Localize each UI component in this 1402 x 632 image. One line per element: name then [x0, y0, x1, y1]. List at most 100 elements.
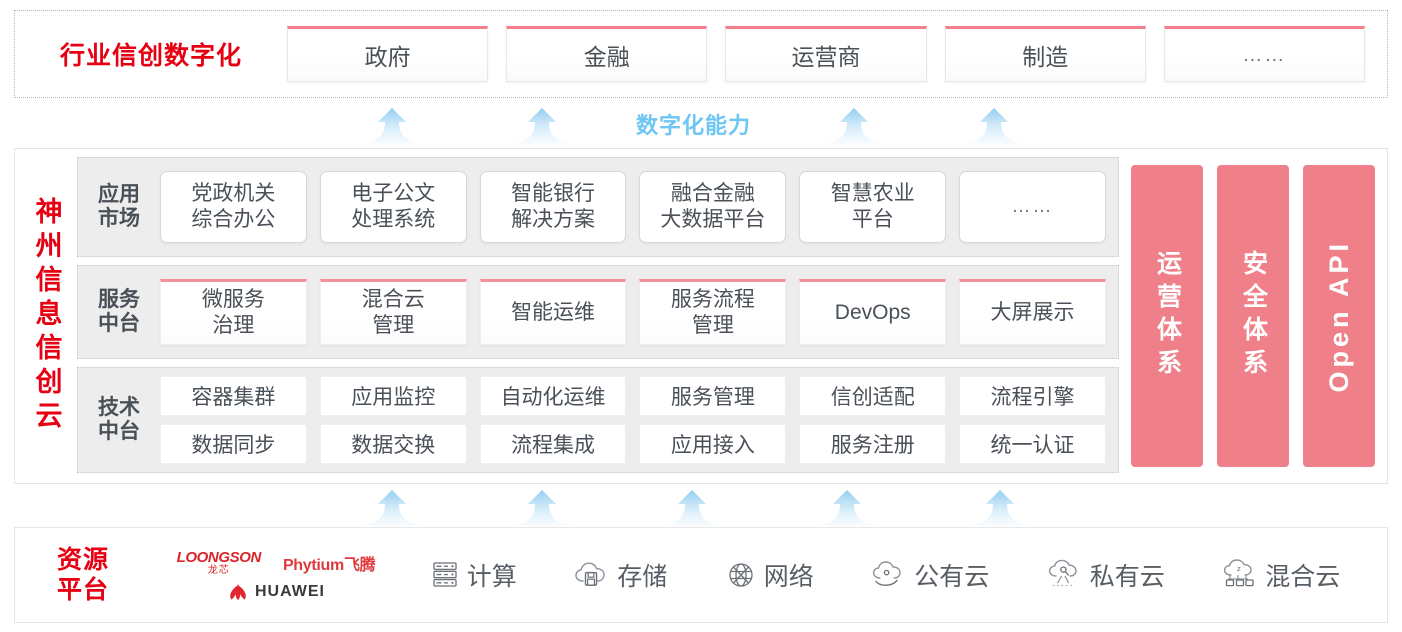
loongson-logo-en: LOONGSON: [176, 548, 262, 566]
app-card-label: 智能银行 解决方案: [511, 182, 596, 231]
resource-item-label: 私有云: [1089, 563, 1165, 591]
capability-arrow-row-top: 数字化能力: [0, 105, 1402, 145]
tech-card-label: 数据同步: [191, 434, 276, 457]
resource-item-private-cloud[interactable]: 私有云: [1047, 557, 1165, 593]
tech-card-data-sync[interactable]: 数据同步: [160, 424, 307, 464]
technology-platform-row: 数据同步 数据交换 流程集成 应用接入: [160, 424, 1106, 464]
service-card-label: 大屏展示: [990, 301, 1075, 325]
tier-label-service-platform: 服务 中台: [98, 287, 140, 335]
service-card-large-screen-display[interactable]: 大屏展示: [959, 279, 1106, 345]
tech-card-label: 应用接入: [670, 434, 755, 457]
tech-card-container-cluster[interactable]: 容器集群: [160, 376, 307, 416]
resource-item-storage[interactable]: 存储: [574, 557, 667, 593]
app-card-edoc-system[interactable]: 电子公文 处理系统: [319, 171, 467, 243]
capability-label: 数字化能力: [636, 113, 752, 138]
resource-item-network[interactable]: 网络: [725, 557, 814, 593]
public-cloud-icon: [873, 561, 901, 586]
up-arrow-icon: [510, 107, 574, 145]
svg-text:z: z: [1237, 565, 1241, 573]
tier-label-technology-platform: 技术 中台: [98, 395, 140, 443]
tech-card-application-access[interactable]: 应用接入: [639, 424, 787, 464]
industry-card-more[interactable]: ……: [1163, 26, 1366, 82]
pillar-label: 安全体系: [1239, 250, 1268, 382]
vendor-logo-group: LOONGSON 龙芯 Phytium飞腾 HUAWEI: [151, 550, 401, 601]
technology-platform-card-grid: 容器集群 应用监控 自动化运维 服务管理: [160, 376, 1118, 464]
tech-card-unified-auth[interactable]: 统一认证: [959, 424, 1106, 464]
service-card-label: 微服务 治理: [201, 288, 265, 337]
private-cloud-icon: [1048, 559, 1077, 587]
hybrid-cloud-icon: z: [1224, 559, 1254, 587]
app-card-label: ……: [1011, 196, 1054, 218]
tech-card-label: 流程集成: [511, 434, 596, 457]
pillar-open-api[interactable]: Open API: [1303, 165, 1375, 467]
service-card-label: DevOps: [834, 301, 911, 325]
technology-platform-row: 容器集群 应用监控 自动化运维 服务管理: [160, 376, 1106, 416]
loongson-logo-cn: 龙芯: [207, 564, 230, 576]
tech-card-application-monitoring[interactable]: 应用监控: [319, 376, 467, 416]
resource-item-label: 混合云: [1265, 563, 1341, 591]
industry-card-government[interactable]: 政府: [287, 26, 489, 82]
tech-card-label: 信创适配: [830, 386, 915, 409]
industry-band: 行业信创数字化 政府 金融 运营商 制造 ……: [14, 10, 1388, 98]
app-card-smart-bank-solution[interactable]: 智能银行 解决方案: [479, 171, 627, 243]
tech-card-label: 应用监控: [351, 386, 436, 409]
service-platform-card-list: 微服务 治理 混合云 管理 智能运维 服务流程 管理 DevOps: [160, 279, 1118, 345]
resource-item-label: 公有云: [914, 563, 990, 591]
resource-platform-panel: 资源 平台 LOONGSON 龙芯 Phytium飞腾 HUAWEI: [14, 527, 1388, 623]
tech-card-xinchuang-adaptation[interactable]: 信创适配: [799, 376, 947, 416]
app-card-finance-bigdata-platform[interactable]: 融合金融 大数据平台: [639, 171, 787, 243]
industry-card-list: 政府 金融 运营商 制造 ……: [287, 26, 1387, 82]
app-card-party-government-office[interactable]: 党政机关 综合办公: [160, 171, 307, 243]
service-card-intelligent-ops[interactable]: 智能运维: [479, 279, 627, 345]
service-card-service-process-management[interactable]: 服务流程 管理: [639, 279, 787, 345]
resource-item-public-cloud[interactable]: 公有云: [871, 557, 989, 593]
industry-card-label: 政府: [364, 44, 411, 70]
application-market-card-list: 党政机关 综合办公 电子公文 处理系统 智能银行 解决方案 融合金融 大数据平台: [160, 171, 1118, 243]
industry-card-label: 制造: [1022, 44, 1069, 70]
tech-card-label: 服务注册: [830, 434, 915, 457]
huawei-logo-text: HUAWEI: [255, 582, 325, 600]
vendor-logo-row: HUAWEI: [227, 583, 325, 601]
service-card-label: 服务流程 管理: [670, 288, 755, 337]
app-card-label: 电子公文 处理系统: [351, 182, 436, 231]
tech-card-label: 自动化运维: [500, 386, 606, 409]
capability-arrow-row-bottom: [0, 487, 1402, 527]
up-arrow-icon: [815, 489, 879, 527]
industry-card-telecom[interactable]: 运营商: [725, 26, 927, 82]
industry-card-finance[interactable]: 金融: [506, 26, 708, 82]
resource-item-label: 存储: [617, 563, 668, 591]
cloud-tier-list: 应用 市场 党政机关 综合办公 电子公文 处理系统 智能银行 解决方案 融合金融…: [77, 157, 1119, 475]
service-card-microservice-governance[interactable]: 微服务 治理: [160, 279, 307, 345]
up-arrow-icon: [822, 107, 886, 145]
app-card-more[interactable]: ……: [959, 171, 1106, 243]
cloud-panel-title: 神州信息信创云: [15, 149, 77, 483]
service-card-label: 混合云 管理: [361, 288, 425, 337]
industry-card-label: 运营商: [791, 44, 861, 70]
resource-item-label: 计算: [466, 563, 517, 591]
industry-card-label: ……: [1242, 43, 1287, 66]
huawei-logo: HUAWEI: [227, 583, 325, 601]
pillar-security-system[interactable]: 安全体系: [1217, 165, 1289, 467]
up-arrow-icon: [968, 489, 1032, 527]
industry-card-manufacturing[interactable]: 制造: [944, 26, 1146, 82]
tech-card-service-management[interactable]: 服务管理: [639, 376, 787, 416]
tech-card-process-integration[interactable]: 流程集成: [479, 424, 627, 464]
tech-card-label: 流程引擎: [990, 386, 1075, 409]
tech-card-automated-ops[interactable]: 自动化运维: [479, 376, 627, 416]
service-card-devops[interactable]: DevOps: [799, 279, 947, 345]
app-card-smart-agriculture-platform[interactable]: 智慧农业 平台: [799, 171, 947, 243]
resource-item-hybrid-cloud[interactable]: z 混合云: [1222, 557, 1340, 593]
tech-card-process-engine[interactable]: 流程引擎: [959, 376, 1106, 416]
loongson-logo: LOONGSON 龙芯: [176, 548, 262, 576]
pillar-operations-system[interactable]: 运营体系: [1131, 165, 1203, 467]
tech-card-data-exchange[interactable]: 数据交换: [319, 424, 467, 464]
service-card-label: 智能运维: [511, 301, 596, 325]
app-card-label: 党政机关 综合办公: [191, 182, 276, 231]
resource-item-compute[interactable]: 计算: [430, 557, 517, 593]
up-arrow-icon: [660, 489, 724, 527]
pillar-label: 运营体系: [1153, 250, 1182, 382]
network-icon: [729, 563, 753, 587]
service-card-hybrid-cloud-management[interactable]: 混合云 管理: [319, 279, 467, 345]
industry-card-label: 金融: [583, 44, 630, 70]
tech-card-service-registry[interactable]: 服务注册: [799, 424, 947, 464]
